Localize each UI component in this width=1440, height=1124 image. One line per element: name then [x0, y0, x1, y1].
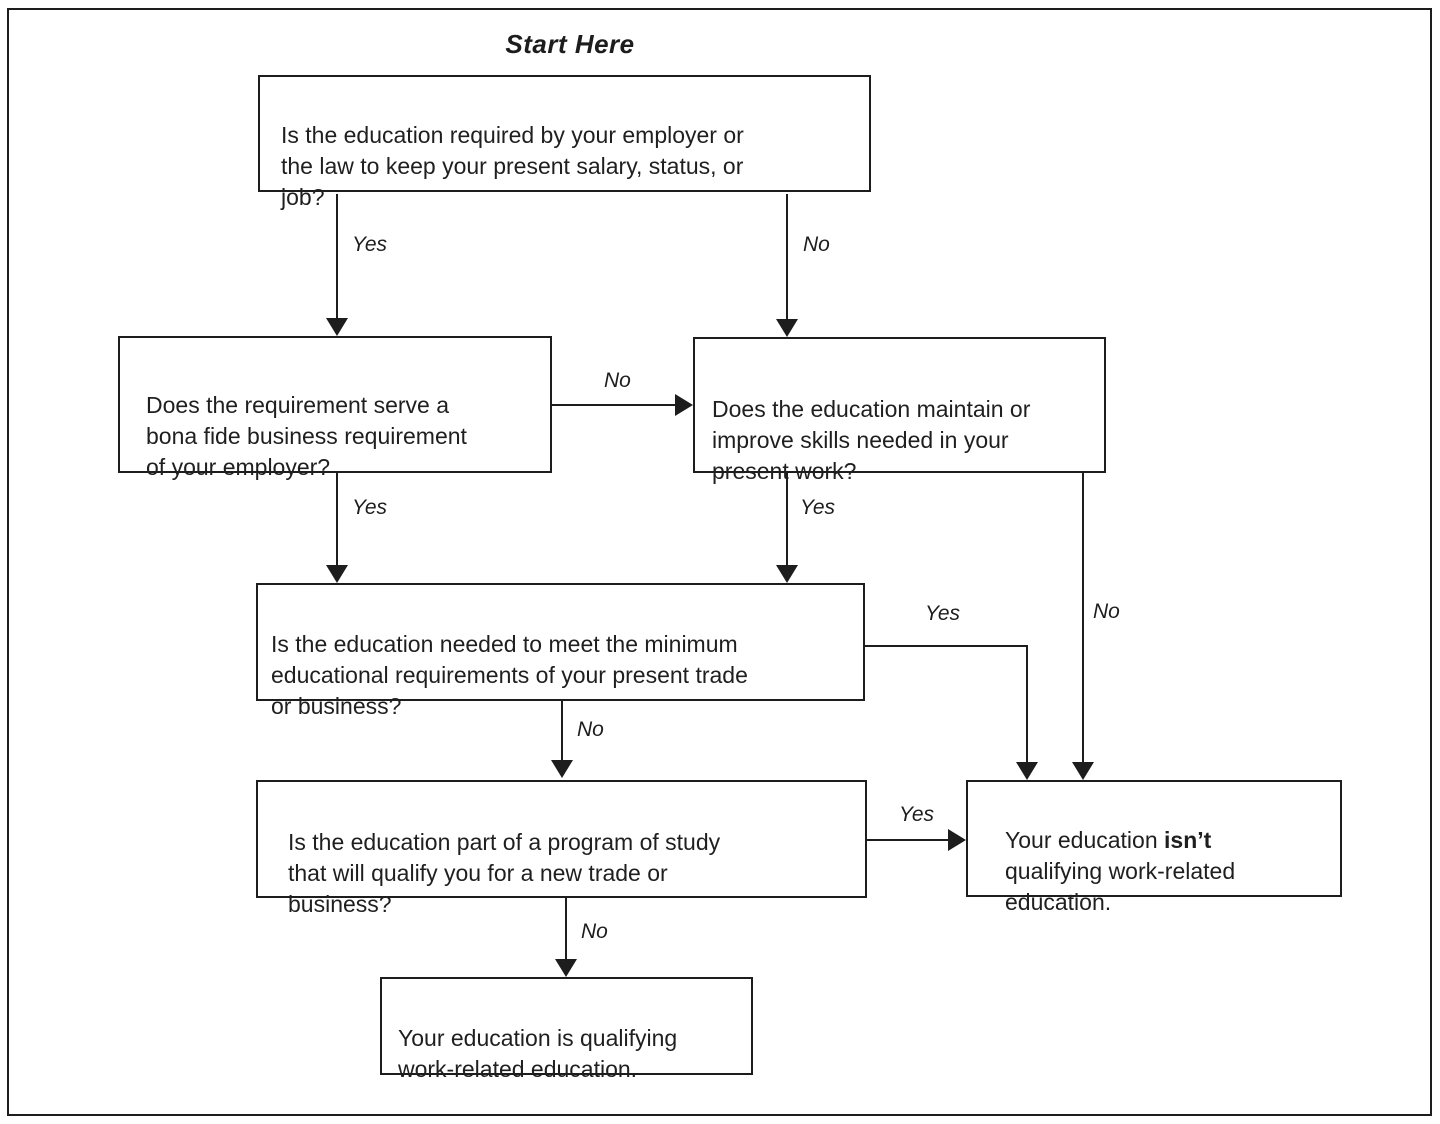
node-maintain-improve-skills: Does the education maintain or improve s…: [693, 337, 1106, 484]
connector-line: [336, 473, 338, 568]
arrow-down-icon: [1072, 762, 1094, 780]
outer-border: [7, 8, 1432, 1116]
edge-label-no: No: [577, 718, 604, 741]
edge-label-yes: Yes: [352, 496, 388, 519]
node-text: Does the requirement serve a bona fide b…: [146, 392, 467, 480]
arrow-right-icon: [675, 394, 693, 416]
connector-line: [561, 701, 563, 763]
node-new-trade-program: Is the education part of a program of st…: [256, 780, 867, 917]
chart-title: Start Here: [505, 29, 635, 59]
node-text: Is the education required by your employ…: [281, 122, 744, 210]
edge-label-no: No: [1093, 600, 1120, 623]
arrow-down-icon: [776, 565, 798, 583]
connector-line: [565, 898, 567, 961]
node-text-pre: Your education: [1005, 827, 1165, 853]
arrow-down-icon: [326, 565, 348, 583]
node-text-bold: isn’t: [1164, 827, 1212, 853]
node-text: Is the education needed to meet the mini…: [271, 631, 748, 719]
connector-line: [1082, 473, 1084, 764]
connector-line: [336, 194, 338, 320]
arrow-down-icon: [1016, 762, 1038, 780]
connector-line: [786, 473, 788, 568]
connector-line: [786, 194, 788, 320]
edge-label-yes: Yes: [899, 803, 935, 826]
node-text: Your education is qualifying work-relate…: [398, 1025, 678, 1082]
edge-label-yes: Yes: [800, 496, 836, 519]
arrow-down-icon: [326, 318, 348, 336]
connector-line: [1026, 645, 1028, 764]
edge-label-no: No: [604, 369, 631, 392]
node-text-post: qualifying work-related education.: [1005, 858, 1236, 915]
arrow-down-icon: [776, 319, 798, 337]
node-text: Is the education part of a program of st…: [288, 829, 721, 917]
edge-label-yes: Yes: [352, 233, 388, 256]
edge-label-no: No: [581, 920, 608, 943]
node-text: Does the education maintain or improve s…: [712, 396, 1031, 484]
node-bona-fide-requirement: Does the requirement serve a bona fide b…: [118, 336, 552, 480]
arrow-down-icon: [551, 760, 573, 778]
node-education-required: Is the education required by your employ…: [258, 75, 871, 210]
arrow-down-icon: [555, 959, 577, 977]
node-result-qualifying: Your education is qualifying work-relate…: [380, 977, 753, 1082]
node-minimum-requirements: Is the education needed to meet the mini…: [256, 583, 865, 719]
edge-label-no: No: [803, 233, 830, 256]
connector-line: [867, 839, 950, 841]
edge-label-yes: Yes: [925, 602, 961, 625]
connector-line: [552, 404, 678, 406]
connector-line: [865, 645, 1028, 647]
node-result-not-qualifying: Your education isn’t qualifying work-rel…: [966, 780, 1342, 915]
arrow-right-icon: [948, 829, 966, 851]
